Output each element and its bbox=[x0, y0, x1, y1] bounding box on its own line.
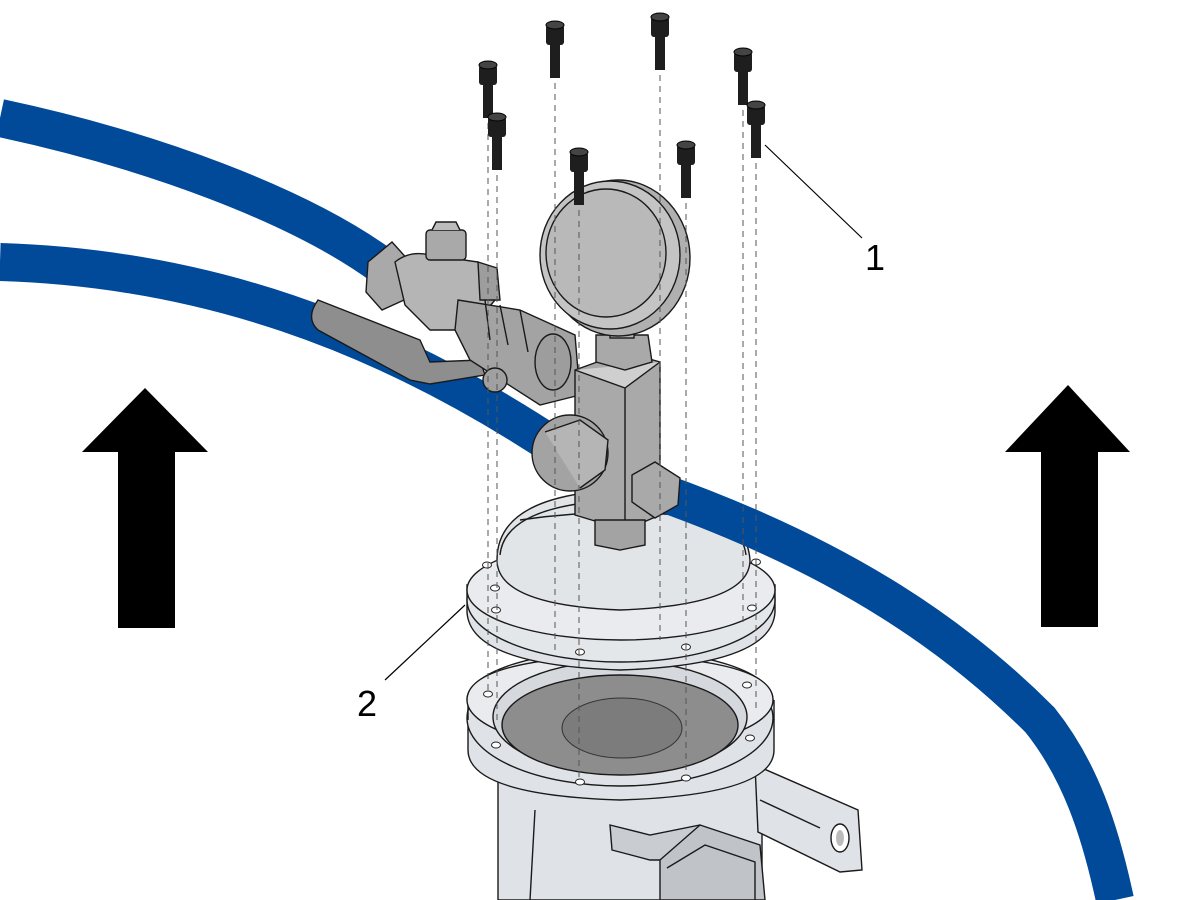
bolt-hole bbox=[491, 741, 501, 749]
screw bbox=[487, 112, 507, 170]
hose-lower bbox=[0, 243, 571, 466]
callout-2-leader bbox=[384, 604, 466, 681]
junction-box bbox=[659, 824, 766, 900]
gauge-face bbox=[545, 188, 667, 318]
bolt-hole bbox=[742, 681, 752, 689]
bolt-hole bbox=[575, 778, 585, 786]
screw bbox=[569, 147, 589, 205]
bolt-hole bbox=[745, 734, 755, 742]
up-arrow-icon bbox=[1005, 385, 1130, 627]
assembly-lines bbox=[487, 75, 757, 780]
bolt-hole bbox=[747, 604, 757, 612]
ball-valve-assembly bbox=[310, 221, 581, 406]
bolt-hole bbox=[483, 690, 493, 698]
up-arrow-icon bbox=[82, 388, 208, 628]
screw bbox=[746, 100, 766, 158]
drain-plug bbox=[482, 367, 508, 393]
screw bbox=[650, 12, 670, 70]
pressure-gauge bbox=[539, 179, 691, 337]
bolt-hole bbox=[575, 648, 585, 656]
callout-1-leader bbox=[764, 144, 863, 239]
strainer-cap bbox=[425, 229, 467, 261]
lower-flange bbox=[466, 649, 775, 801]
hose-upper bbox=[0, 99, 397, 284]
bolt-hole bbox=[482, 561, 492, 569]
mounting-bracket bbox=[754, 763, 863, 873]
bolt-hole bbox=[490, 584, 500, 592]
bolt-hole bbox=[681, 774, 691, 782]
screw bbox=[676, 140, 696, 198]
hoses bbox=[0, 99, 1134, 900]
callout-1-label: 1 bbox=[865, 237, 885, 278]
screw bbox=[545, 20, 565, 78]
callout-2-label: 2 bbox=[357, 683, 377, 724]
screws bbox=[478, 12, 766, 205]
pump-body bbox=[497, 763, 863, 900]
hose-right bbox=[653, 474, 1134, 900]
bolt-hole bbox=[491, 606, 501, 614]
screw bbox=[478, 60, 498, 118]
screw bbox=[733, 47, 753, 105]
gauge-block bbox=[531, 317, 681, 551]
